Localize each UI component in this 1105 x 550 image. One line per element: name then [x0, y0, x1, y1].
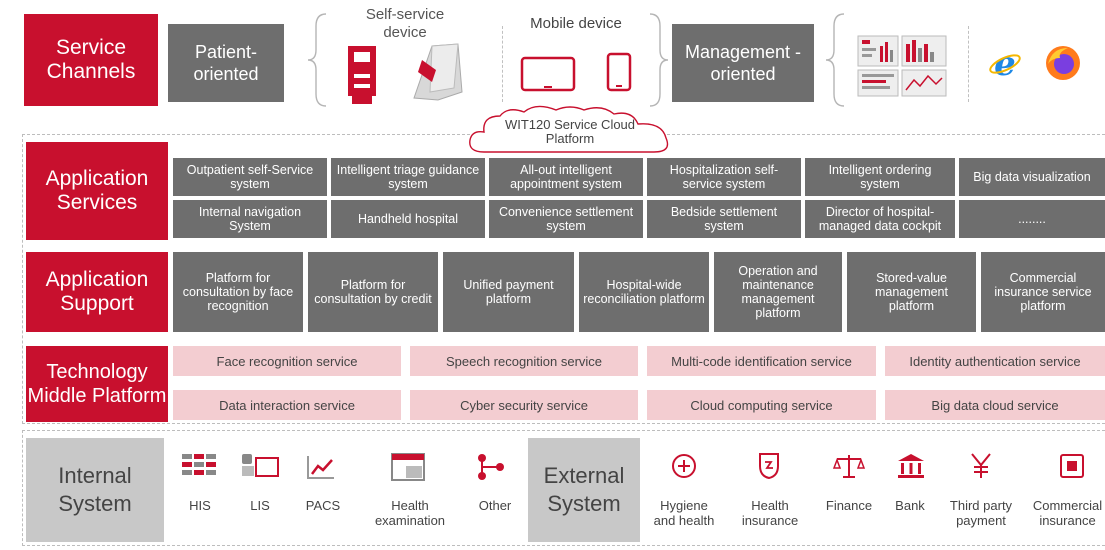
application-services-label: Application Services — [26, 142, 168, 240]
internal-item-label: Other — [478, 498, 512, 513]
internal-item-label: Health examination — [374, 498, 446, 528]
pacs-icon — [307, 456, 334, 479]
ie-browser-icon: e — [989, 46, 1021, 80]
external-item-label: Health insurance — [741, 498, 799, 528]
tech-cell: Speech recognition service — [410, 346, 638, 376]
tech-cell: Data interaction service — [173, 390, 401, 420]
phone-icon — [606, 52, 632, 92]
tech-cell: Big data cloud service — [885, 390, 1105, 420]
tech-cell: Cloud computing service — [647, 390, 876, 420]
bank-icon — [898, 454, 924, 478]
management-oriented-label: Management -oriented — [672, 24, 814, 102]
internal-item-label: HIS — [189, 498, 211, 513]
support-cell: Hospital-wide reconciliation platform — [579, 252, 709, 332]
technology-middle-platform-label: Technology Middle Platform — [26, 346, 168, 422]
self-service-device-label: Self-service device — [365, 6, 445, 41]
support-cell: Commercial insurance service platform — [981, 252, 1105, 332]
internal-system-label: Internal System — [26, 438, 164, 542]
patient-oriented-label: Patient-oriented — [168, 24, 284, 102]
dashboard-icon — [857, 35, 947, 97]
service-cell: Director of hospital-managed data cockpi… — [805, 200, 955, 238]
application-support-label: Application Support — [26, 252, 168, 332]
kiosk-icon — [348, 46, 376, 104]
support-cell: Platform for consultation by face recogn… — [173, 252, 303, 332]
external-item-label: Hygiene and health — [653, 498, 715, 528]
separator — [502, 26, 503, 102]
lis-icon — [242, 454, 279, 477]
mobile-device-label: Mobile device — [530, 15, 622, 32]
service-cell: Intelligent ordering system — [805, 158, 955, 196]
service-cell: Hospitalization self-service system — [647, 158, 801, 196]
terminal-icon — [413, 43, 463, 101]
support-cell: Unified payment platform — [443, 252, 574, 332]
service-cell: Intelligent triage guidance system — [331, 158, 485, 196]
left-brace-icon — [307, 13, 327, 107]
separator — [968, 26, 969, 102]
left-brace-icon — [825, 13, 845, 107]
service-cell: Convenience settlement system — [489, 200, 643, 238]
service-cell: Big data visualization — [959, 158, 1105, 196]
his-icon — [182, 454, 216, 475]
support-cell: Operation and maintenance management pla… — [714, 252, 842, 332]
tablet-icon — [520, 56, 576, 92]
external-item-label: Bank — [895, 498, 925, 513]
external-item-label: Commercial insurance — [1032, 498, 1103, 528]
health-insurance-icon — [759, 453, 779, 480]
finance-icon — [832, 455, 866, 478]
service-cell: ........ — [959, 200, 1105, 238]
hygiene-icon — [672, 454, 696, 478]
internal-item-label: LIS — [250, 498, 270, 513]
service-cell: Handheld hospital — [331, 200, 485, 238]
other-icon — [478, 454, 504, 480]
right-brace-icon — [649, 13, 669, 107]
tech-cell: Face recognition service — [173, 346, 401, 376]
firefox-browser-icon — [1046, 46, 1080, 80]
health-exam-icon — [391, 453, 425, 481]
svg-text:e: e — [994, 46, 1016, 80]
commercial-insurance-icon — [1060, 454, 1084, 478]
internal-item-label: PACS — [305, 498, 341, 513]
external-system-label: External System — [528, 438, 640, 542]
service-cell: Internal navigation System — [173, 200, 327, 238]
support-cell: Stored-value management platform — [847, 252, 976, 332]
tech-cell: Identity authentication service — [885, 346, 1105, 376]
external-item-label: Finance — [825, 498, 873, 513]
tech-cell: Cyber security service — [410, 390, 638, 420]
external-item-label: Third party payment — [949, 498, 1013, 528]
service-cell: All-out intelligent appointment system — [489, 158, 643, 196]
systems-frame — [22, 430, 1105, 546]
cloud-platform-label: WIT120 Service Cloud Platform — [504, 117, 636, 146]
third-party-payment-icon — [971, 453, 991, 478]
cloud-icon — [469, 105, 669, 153]
service-cell: Outpatient self-Service system — [173, 158, 327, 196]
support-cell: Platform for consultation by credit — [308, 252, 438, 332]
tech-cell: Multi-code identification service — [647, 346, 876, 376]
service-channels-label: Service Channels — [24, 14, 158, 106]
service-cell: Bedside settlement system — [647, 200, 801, 238]
